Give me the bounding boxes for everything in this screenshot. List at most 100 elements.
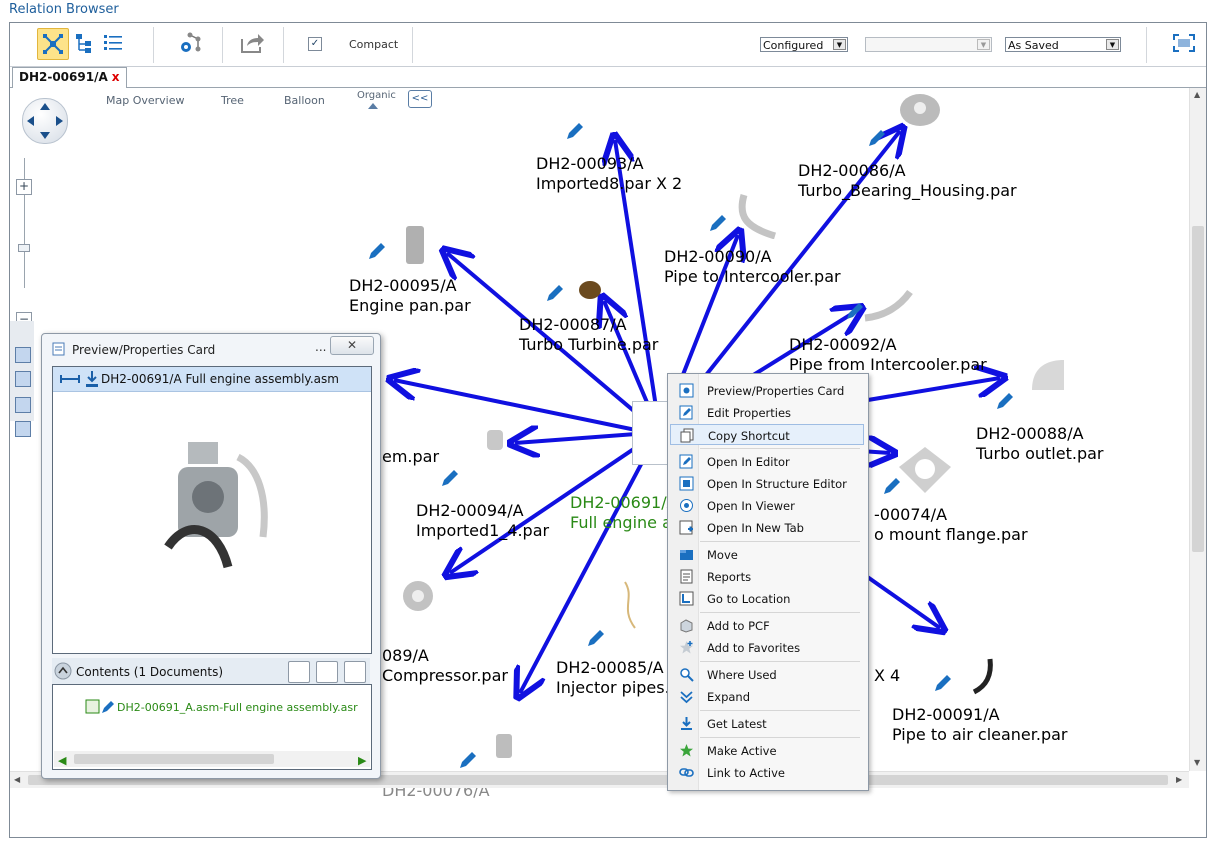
menu-item-copy-shortcut[interactable]: Copy Shortcut [670, 424, 864, 445]
menu-item-open-in-editor[interactable]: Open In Editor [670, 451, 864, 472]
menu-item-expand[interactable]: Expand [670, 686, 864, 707]
menu-item-label: Link to Active [707, 766, 785, 780]
pencil-icon[interactable] [563, 121, 585, 143]
scroll-left-icon[interactable]: ◀ [14, 775, 21, 784]
chevron-down-icon: ▼ [833, 39, 846, 50]
menu-item-add-to-favorites[interactable]: Add to Favorites [670, 637, 864, 658]
content-item[interactable]: DH2-00691_A.asm-Full engine assembly.asr [117, 701, 358, 714]
star-icon [680, 744, 693, 757]
vertical-scrollbar[interactable]: ▲ ▼ [1189, 88, 1206, 771]
revision-rule-select[interactable]: As Saved ▼ [1005, 37, 1121, 52]
scroll-down-icon[interactable]: ▼ [1194, 758, 1201, 767]
part-thumbnail-bearing-housing [900, 94, 940, 126]
close-tab-icon[interactable]: x [111, 70, 120, 84]
collapse-panel-button[interactable]: << [408, 90, 432, 108]
menu-item-open-structure-editor[interactable]: Open In Structure Editor [670, 473, 864, 494]
preview-card-titlebar[interactable]: Preview/Properties Card ... ✕ [42, 334, 380, 364]
secondary-select[interactable]: ▼ [865, 37, 992, 52]
menu-item-where-used[interactable]: Where Used [670, 664, 864, 685]
node-name: Compressor.par [382, 666, 508, 685]
tree-view-button[interactable] [70, 28, 100, 58]
compact-checkbox[interactable]: ✓ [308, 37, 322, 51]
download-icon[interactable] [85, 370, 99, 388]
tree-view-icon [76, 34, 91, 53]
pencil-icon[interactable] [456, 750, 478, 772]
menu-item-open-new-tab[interactable]: Open In New Tab [670, 517, 864, 538]
active-tab-indicator-icon [368, 103, 378, 109]
pencil-icon[interactable] [931, 673, 953, 695]
scroll-right-icon[interactable]: ▶ [1176, 775, 1183, 784]
tab-organic[interactable]: Organic [357, 90, 396, 101]
map-view-button[interactable] [37, 28, 69, 60]
part-thumbnail-76 [496, 734, 512, 758]
export-button[interactable] [237, 28, 267, 58]
fit-view-icon[interactable] [15, 347, 31, 363]
menu-item-edit-properties[interactable]: Edit Properties [670, 402, 864, 423]
scroll-left-icon[interactable]: ◀ [58, 754, 67, 767]
tab-tree[interactable]: Tree [221, 94, 244, 107]
pencil-icon[interactable] [865, 128, 887, 150]
more-options-icon[interactable]: ... [315, 340, 327, 354]
pin-icon[interactable] [59, 372, 81, 386]
menu-item-get-latest[interactable]: Get Latest [670, 713, 864, 734]
zoom-slider-thumb[interactable] [18, 244, 30, 252]
pencil-icon[interactable] [880, 476, 902, 498]
pencil-icon[interactable] [438, 468, 460, 490]
pencil-icon[interactable] [993, 391, 1015, 413]
contents-scroll-thumb[interactable] [74, 754, 274, 764]
pencil-icon[interactable] [584, 628, 606, 650]
zoom-region-icon[interactable] [15, 371, 31, 387]
menu-item-move[interactable]: Move [670, 544, 864, 565]
zoom-in-button[interactable]: + [16, 179, 32, 195]
eye-icon[interactable] [15, 397, 31, 413]
tab-map-overview[interactable]: Map Overview [106, 94, 185, 107]
fullscreen-icon[interactable] [1173, 34, 1195, 52]
pencil-icon[interactable] [843, 301, 865, 323]
layers-icon[interactable] [15, 421, 31, 437]
node-id: -00074/A [874, 505, 948, 524]
menu-item-add-to-pcf[interactable]: Add to PCF [670, 615, 864, 636]
menu-item-reports[interactable]: Reports [670, 566, 864, 587]
menu-item-go-to-location[interactable]: Go to Location [670, 588, 864, 609]
scroll-up-icon[interactable]: ▲ [1194, 90, 1201, 99]
expand-contents-icon[interactable] [344, 661, 366, 683]
preview-properties-card[interactable]: Preview/Properties Card ... ✕ DH2-00691/… [41, 333, 381, 779]
contents-hscrollbar[interactable]: ◀ ▶ [54, 751, 370, 767]
configured-select[interactable]: Configured ▼ [760, 37, 848, 52]
node-label-em[interactable]: em.par [382, 447, 439, 467]
pencil-icon[interactable] [706, 213, 728, 235]
pencil-icon[interactable] [543, 283, 565, 305]
node-label-x4[interactable]: X 4 [874, 666, 900, 686]
menu-item-make-active[interactable]: Make Active [670, 740, 864, 761]
menu-item-open-in-viewer[interactable]: Open In Viewer [670, 495, 864, 516]
horizontal-scroll-thumb[interactable] [28, 775, 1168, 785]
tab-balloon[interactable]: Balloon [284, 94, 325, 107]
node-id: DH2-00087/A [519, 315, 627, 334]
grid-view-icon[interactable] [316, 661, 338, 683]
edit-contents-icon[interactable] [288, 661, 310, 683]
menu-item-link-to-active[interactable]: Link to Active [670, 762, 864, 783]
settings-button[interactable] [175, 28, 205, 58]
menu-item-preview-card[interactable]: Preview/Properties Card [670, 380, 864, 401]
pan-control[interactable] [22, 98, 68, 144]
pencil-icon[interactable] [365, 241, 387, 263]
collapse-icon[interactable] [54, 662, 72, 680]
scroll-right-icon[interactable]: ▶ [358, 754, 367, 767]
vertical-scroll-thumb[interactable] [1192, 226, 1204, 552]
list-view-button[interactable] [98, 28, 128, 58]
close-card-button[interactable]: ✕ [330, 336, 374, 355]
